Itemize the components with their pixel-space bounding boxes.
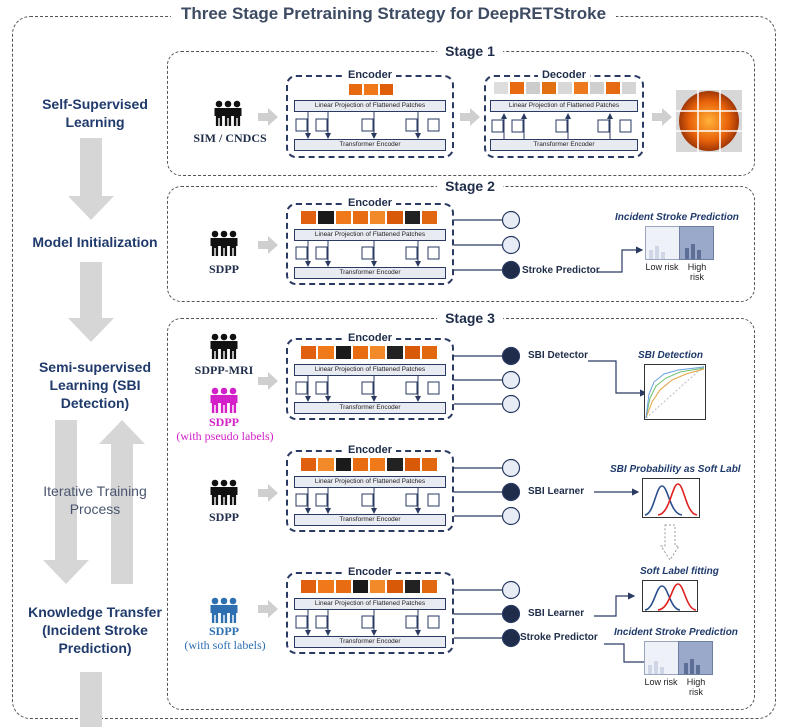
population-icon	[206, 592, 242, 628]
population-icon	[210, 95, 246, 131]
stage3-block1-heads	[454, 346, 521, 414]
gray-arrow-icon	[652, 108, 672, 126]
stage1-population: SIM / CNDCS	[193, 131, 267, 145]
stage3-block3-population: SDPP	[209, 624, 239, 638]
stage3-block3-chart-title2: Incident Stroke Prediction	[614, 627, 738, 638]
stage1-encoder-title: Encoder	[343, 69, 397, 81]
transformer-bar: Transformer Encoder	[294, 139, 446, 151]
decoder-transformer-bar: Transformer Encoder	[490, 139, 638, 151]
patch-strip	[301, 580, 437, 593]
stage2-title: Stage 2	[437, 178, 503, 194]
stage3-block3-chart-title1: Soft Label fitting	[640, 566, 719, 577]
patch-strip	[301, 211, 437, 224]
step-semi-supervised: Semi-supervised Learning (SBI Detection)	[38, 359, 152, 411]
connector-arrow	[588, 360, 648, 397]
token-row	[295, 610, 440, 636]
low-risk-label: Low risk	[644, 677, 678, 687]
high-risk-label: High risk	[687, 262, 707, 282]
transformer-bar: Transformer Encoder	[294, 636, 446, 648]
step-model-init: Model Initialization	[32, 234, 158, 250]
arrow-down-bottom	[80, 672, 102, 727]
stage3-block2-encoder-title: Encoder	[343, 444, 397, 456]
population-icon	[206, 474, 242, 510]
stage2-head-label: Stroke Predictor	[522, 265, 600, 276]
fitting-chart	[642, 580, 698, 612]
roc-chart	[644, 364, 706, 420]
risk-chart	[645, 226, 714, 260]
linear-projection-bar: Linear Projection of Flattened Patches	[294, 598, 446, 610]
gray-arrow-icon	[258, 600, 278, 618]
low-risk-label: Low risk	[645, 262, 679, 272]
stage3-block2-chart-title: SBI Probability as Soft Labl	[610, 464, 741, 475]
stage3-block2-population: SDPP	[209, 510, 239, 524]
patch-strip	[301, 346, 437, 359]
decoder-patch-strip	[494, 82, 636, 94]
transformer-bar: Transformer Encoder	[294, 402, 446, 414]
stage3-block3-heads	[454, 580, 521, 648]
stage2-encoder-title: Encoder	[343, 197, 397, 209]
arrow-down-iter	[43, 420, 89, 584]
diagram-title: Three Stage Pretraining Strategy for Dee…	[0, 4, 787, 24]
decoder-linear-projection-bar: Linear Projection of Flattened Patches	[490, 100, 638, 112]
stage2-population: SDPP	[209, 262, 239, 276]
connector-arrow	[594, 488, 640, 496]
stage2-heads	[454, 210, 521, 280]
distribution-chart	[642, 478, 700, 518]
stage3-block2-heads	[454, 458, 521, 526]
hollow-down-arrow	[660, 524, 680, 561]
gray-arrow-icon	[460, 108, 480, 126]
reconstructed-fundus-image	[676, 90, 742, 152]
transformer-bar: Transformer Encoder	[294, 267, 446, 279]
patch-strip	[349, 84, 393, 95]
stage1-title: Stage 1	[437, 43, 503, 59]
step-knowledge-transfer: Knowledge Transfer (Incident Stroke Pred…	[28, 604, 162, 656]
token-row	[295, 241, 440, 267]
population-icon	[206, 382, 242, 418]
linear-projection-bar: Linear Projection of Flattened Patches	[294, 364, 446, 376]
high-risk-label: High risk	[686, 677, 706, 697]
gray-arrow-icon	[258, 484, 278, 502]
token-row	[295, 376, 440, 402]
token-row	[295, 112, 440, 139]
gray-arrow-icon	[258, 108, 278, 126]
stage3-block1-encoder-title: Encoder	[343, 332, 397, 344]
stage3-block1-population: SDPP-MRI	[194, 363, 254, 377]
decoder-token-row	[491, 113, 632, 139]
arrow-up-iter	[99, 420, 145, 584]
population-icon	[206, 225, 242, 261]
population-icon	[206, 328, 242, 364]
arrow-down-2	[68, 262, 114, 342]
step-iterative: Iterative Training Process	[43, 483, 147, 517]
gray-arrow-icon	[258, 236, 278, 254]
stage3-block3-head-label1: SBI Learner	[528, 608, 585, 619]
step-self-supervised: Self-Supervised Learning	[42, 96, 148, 130]
connector-arrow	[598, 246, 644, 273]
stage3-block3-encoder-title: Encoder	[343, 566, 397, 578]
token-row	[295, 488, 440, 514]
stage3-block3-population-note: (with soft labels)	[184, 638, 266, 652]
stage3-block1-head-label: SBI Detector	[528, 350, 589, 361]
stage3-block1-population2-note: (with pseudo labels)	[176, 429, 274, 443]
stage1-decoder-title: Decoder	[537, 69, 591, 81]
linear-projection-bar: Linear Projection of Flattened Patches	[294, 229, 446, 241]
linear-projection-bar: Linear Projection of Flattened Patches	[294, 476, 446, 488]
stage3-block3-head-label2: Stroke Predictor	[520, 632, 598, 643]
arrow-down-1	[68, 138, 114, 220]
stage3-block2-head-label: SBI Learner	[528, 486, 585, 497]
stage3-block1-population2: SDPP	[209, 415, 239, 429]
transformer-bar: Transformer Encoder	[294, 514, 446, 526]
stage2-chart-title: Incident Stroke Prediction	[615, 212, 739, 223]
gray-arrow-icon	[258, 372, 278, 390]
linear-projection-bar: Linear Projection of Flattened Patches	[294, 100, 446, 112]
risk-chart	[644, 641, 713, 675]
connector-arrow	[594, 592, 636, 617]
stage3-title: Stage 3	[437, 310, 503, 326]
stage3-block1-chart-title: SBI Detection	[638, 350, 704, 361]
patch-strip	[301, 458, 437, 471]
